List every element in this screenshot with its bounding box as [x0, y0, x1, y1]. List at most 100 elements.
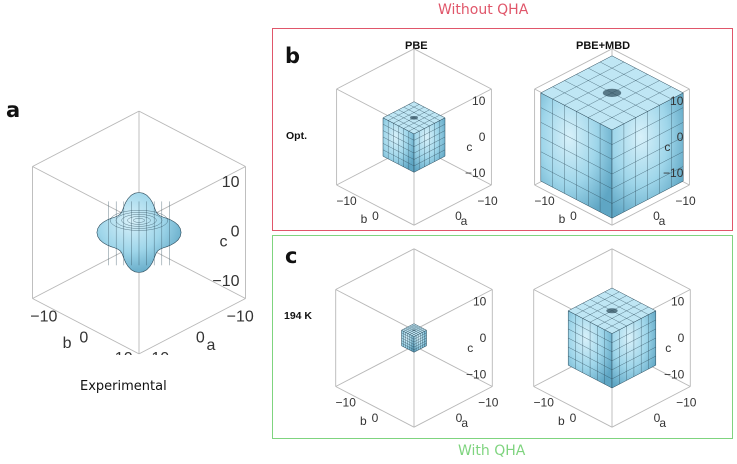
tick-label-b: 0 [372, 411, 379, 425]
tick-label-c: 10 [222, 174, 240, 191]
axis-label-c: c [466, 140, 472, 154]
tick-label-b: 0 [570, 209, 577, 223]
surface-mesh [413, 124, 446, 141]
tick-label-a: −10 [478, 396, 499, 410]
tick-label-a: 10 [621, 426, 635, 428]
axis-label-a: a [461, 214, 468, 226]
tick-label-c: −10 [663, 166, 684, 180]
column-header-pbe: PBE [405, 40, 428, 52]
tick-label-c: −10 [466, 367, 487, 381]
tick-label-c: 10 [472, 94, 486, 108]
axis-label-a: a [461, 416, 468, 428]
box-edge-back [611, 248, 691, 290]
panel-letter-c: c [285, 244, 298, 268]
with-qha-title: With QHA [458, 443, 526, 459]
box-edge [335, 386, 415, 428]
tick-label-a: −10 [477, 194, 498, 208]
tick-label-b: 10 [596, 426, 610, 428]
tick-label-a: −10 [227, 309, 254, 326]
box-edge-back [138, 110, 246, 167]
box-edge [413, 184, 492, 226]
plot-svg-pbe-194k: −10 0 10 c −10 0 10 a −10 0 10 b [335, 248, 499, 440]
axis-label-b: b [558, 414, 565, 428]
tick-label-b: 10 [596, 224, 610, 226]
box-edge [335, 289, 415, 331]
row-label-194k: 194 K [284, 310, 313, 322]
surface-mesh [411, 329, 425, 336]
tick-label-c: 0 [677, 130, 684, 144]
column-header-pbe-mbd: PBE+MBD [576, 40, 631, 52]
surface-mesh [408, 114, 440, 132]
box-edge [611, 386, 691, 428]
tick-label-b: 0 [79, 329, 88, 346]
box-edge-back [336, 48, 415, 90]
surface-mesh [382, 124, 415, 141]
box-edge [138, 298, 246, 355]
tick-label-a: −10 [675, 194, 696, 208]
tick-label-b: −10 [534, 194, 555, 208]
plot-pbe-194k: −10 0 10 c −10 0 10 a −10 0 10 b [318, 248, 510, 440]
axis-label-c: c [665, 341, 671, 355]
box-edge [413, 386, 493, 428]
axis-label-b: b [360, 414, 367, 428]
tick-label-b: 10 [115, 350, 133, 355]
tick-label-a: −10 [676, 396, 697, 410]
axis-label-b: b [559, 212, 566, 226]
panel-letter-a: a [6, 98, 21, 122]
surface-mesh [600, 86, 672, 124]
experimental-caption: Experimental [80, 379, 167, 394]
tick-label-c: −10 [212, 273, 239, 290]
tick-label-c: −10 [465, 166, 486, 180]
surface-pbe-mbd-opt [540, 55, 684, 219]
axis-label-c: c [467, 341, 473, 355]
tick-label-c: 10 [671, 295, 685, 309]
axis-label-a: a [659, 214, 666, 226]
box-edge-back [413, 48, 492, 90]
tick-label-a: 0 [196, 329, 205, 346]
surface-mesh [540, 107, 613, 145]
with-qha-box [272, 235, 733, 439]
tick-label-a: 10 [151, 350, 169, 355]
box-edge [533, 386, 613, 428]
tick-label-c: 0 [479, 130, 486, 144]
tick-label-b: −10 [336, 194, 357, 208]
tick-label-c: 10 [473, 295, 487, 309]
tick-label-c: 0 [480, 331, 487, 345]
axis-label-b: b [63, 335, 72, 352]
tick-label-a: 0 [456, 411, 463, 425]
tick-label-c: 0 [231, 224, 240, 241]
box-edge [611, 184, 690, 226]
box-edge-back [534, 48, 613, 90]
tick-label-c: 10 [670, 94, 684, 108]
tick-label-b: −10 [336, 396, 357, 410]
without-qha-box [272, 28, 733, 231]
box-edge-back [32, 110, 140, 167]
surface-mesh [401, 332, 415, 340]
tick-label-a: 0 [654, 411, 661, 425]
row-label-opt: Opt. [286, 130, 307, 142]
tick-label-b: 10 [398, 426, 412, 428]
box-edge-back [335, 248, 415, 290]
surface-mesh [413, 332, 427, 340]
tick-label-c: −10 [664, 367, 685, 381]
axis-label-a: a [659, 416, 666, 428]
box-edge-back [533, 248, 613, 290]
surface-mesh [604, 306, 649, 330]
tick-label-a: 0 [653, 209, 660, 223]
axis-label-c: c [664, 140, 670, 154]
tick-label-c: 0 [678, 331, 685, 345]
tick-label-a: 10 [423, 426, 437, 428]
surface-mesh [568, 319, 613, 343]
tick-label-a: 0 [455, 209, 462, 223]
surface-pbe-mbd-194k [567, 287, 657, 389]
tick-label-b: 0 [570, 411, 577, 425]
tick-label-a: 10 [423, 224, 437, 226]
